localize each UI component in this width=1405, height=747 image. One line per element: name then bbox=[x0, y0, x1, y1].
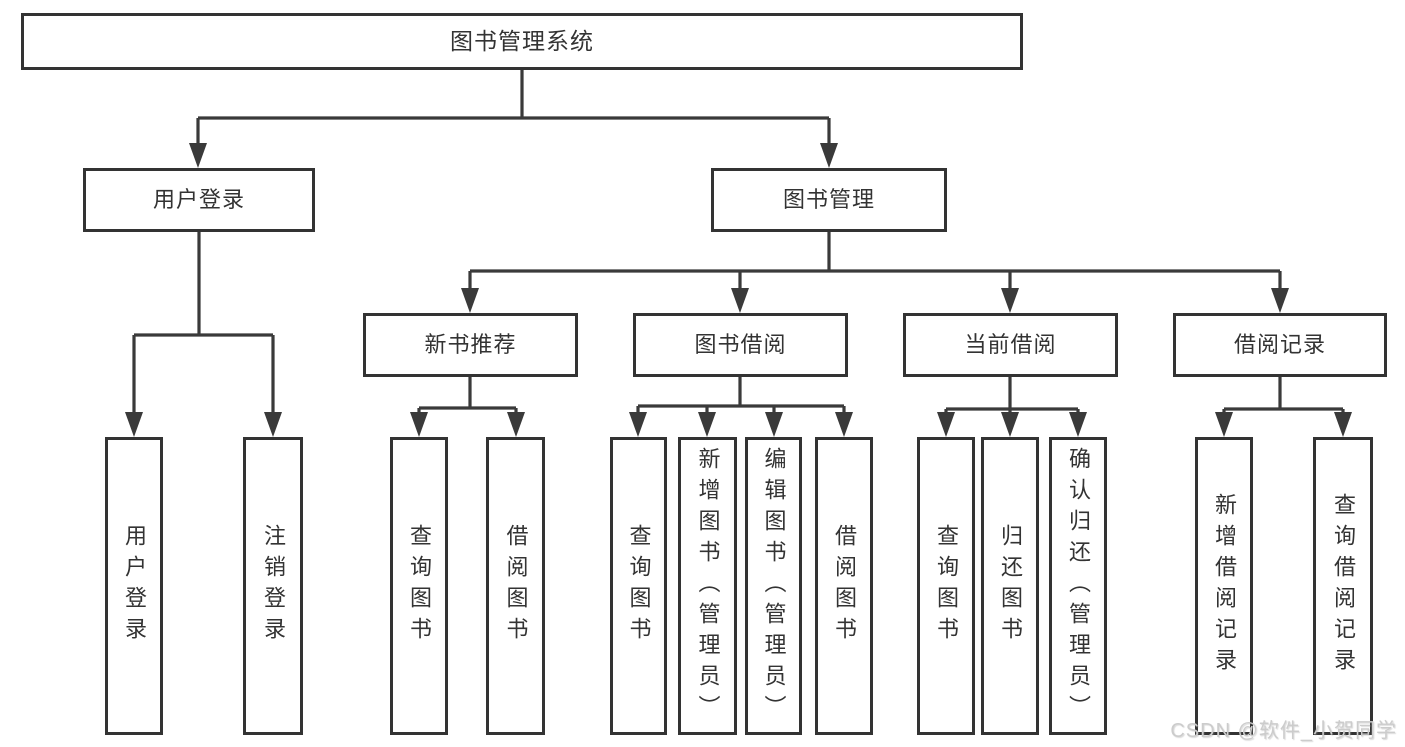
arrowhead bbox=[264, 412, 282, 437]
arrowheads bbox=[125, 143, 1352, 437]
node-book-mgmt-label: 图书管理 bbox=[782, 187, 875, 212]
node-borrow-record-label: 借阅记录 bbox=[1233, 332, 1326, 357]
node-leaf-record-add-label: 新增借阅记录 bbox=[1212, 493, 1237, 679]
node-leaf-newbook-borrow-label: 借阅图书 bbox=[503, 524, 529, 648]
node-leaf-borrow-add-label: 新增图书（管理员） bbox=[695, 446, 721, 726]
node-leaf-current-query-label: 查询图书 bbox=[934, 524, 959, 648]
node-leaf-user-login: 用户登录 bbox=[105, 437, 163, 735]
node-leaf-newbook-query-label: 查询图书 bbox=[407, 524, 432, 648]
node-current-borrow: 当前借阅 bbox=[903, 313, 1118, 377]
node-leaf-borrow-borrow: 借阅图书 bbox=[815, 437, 873, 735]
arrowhead bbox=[1271, 288, 1289, 313]
connector-paths bbox=[132, 70, 1345, 419]
arrowhead bbox=[1215, 412, 1233, 437]
node-leaf-logout-label: 注销登录 bbox=[261, 524, 286, 648]
node-root: 图书管理系统 bbox=[21, 13, 1023, 70]
arrowhead bbox=[125, 412, 143, 437]
arrowhead bbox=[1069, 412, 1087, 437]
node-leaf-record-add: 新增借阅记录 bbox=[1195, 437, 1253, 735]
node-leaf-record-query: 查询借阅记录 bbox=[1313, 437, 1373, 735]
node-leaf-current-return: 归还图书 bbox=[981, 437, 1039, 735]
arrowhead bbox=[1001, 412, 1019, 437]
connector-root-to-level1 bbox=[196, 70, 831, 148]
node-leaf-borrow-borrow-label: 借阅图书 bbox=[832, 524, 857, 648]
arrowhead bbox=[629, 412, 647, 437]
node-leaf-newbook-query: 查询图书 bbox=[390, 437, 448, 735]
node-new-book-rec-label: 新书推荐 bbox=[424, 332, 517, 357]
node-user-login-label: 用户登录 bbox=[152, 187, 245, 212]
arrowhead bbox=[765, 412, 783, 437]
node-leaf-borrow-add: 新增图书（管理员） bbox=[678, 437, 737, 735]
node-leaf-borrow-edit: 编辑图书（管理员） bbox=[745, 437, 802, 735]
node-leaf-borrow-query-label: 查询图书 bbox=[626, 524, 652, 648]
arrowhead bbox=[937, 412, 955, 437]
node-leaf-current-confirm-label: 确认归还（管理员） bbox=[1066, 446, 1091, 726]
csdn-watermark: CSDN @软件_小贺同学 bbox=[1170, 720, 1397, 742]
node-book-borrow-label: 图书借阅 bbox=[694, 332, 787, 357]
arrowhead bbox=[189, 143, 207, 168]
connector-user-login-to-leaves bbox=[132, 232, 275, 417]
node-root-label: 图书管理系统 bbox=[450, 28, 594, 54]
connector-new-book-to-leaves bbox=[417, 377, 518, 419]
node-current-borrow-label: 当前借阅 bbox=[964, 332, 1057, 357]
node-leaf-record-query-label: 查询借阅记录 bbox=[1331, 493, 1356, 679]
node-user-login: 用户登录 bbox=[83, 168, 315, 232]
node-leaf-borrow-edit-label: 编辑图书（管理员） bbox=[761, 446, 787, 726]
node-leaf-user-login-label: 用户登录 bbox=[122, 524, 147, 648]
node-leaf-current-return-label: 归还图书 bbox=[998, 524, 1023, 648]
node-leaf-newbook-borrow: 借阅图书 bbox=[486, 437, 545, 735]
arrowhead bbox=[731, 288, 749, 313]
node-leaf-current-query: 查询图书 bbox=[917, 437, 975, 735]
node-book-mgmt: 图书管理 bbox=[711, 168, 947, 232]
arrowhead bbox=[410, 412, 428, 437]
connector-book-borrow-to-leaves bbox=[636, 377, 846, 419]
node-new-book-rec: 新书推荐 bbox=[363, 313, 578, 377]
node-leaf-logout: 注销登录 bbox=[243, 437, 303, 735]
node-leaf-borrow-query: 查询图书 bbox=[610, 437, 667, 735]
arrowhead bbox=[835, 412, 853, 437]
arrowhead bbox=[461, 288, 479, 313]
node-book-borrow: 图书借阅 bbox=[633, 313, 848, 377]
arrowhead bbox=[820, 143, 838, 168]
arrowhead bbox=[1334, 412, 1352, 437]
node-borrow-record: 借阅记录 bbox=[1173, 313, 1387, 377]
connector-book-mgmt-to-level2 bbox=[468, 232, 1282, 293]
arrowhead bbox=[507, 412, 525, 437]
node-leaf-current-confirm: 确认归还（管理员） bbox=[1049, 437, 1107, 735]
arrowhead bbox=[1001, 288, 1019, 313]
arrowhead bbox=[698, 412, 716, 437]
connector-borrow-record-to-leaves bbox=[1222, 377, 1345, 419]
